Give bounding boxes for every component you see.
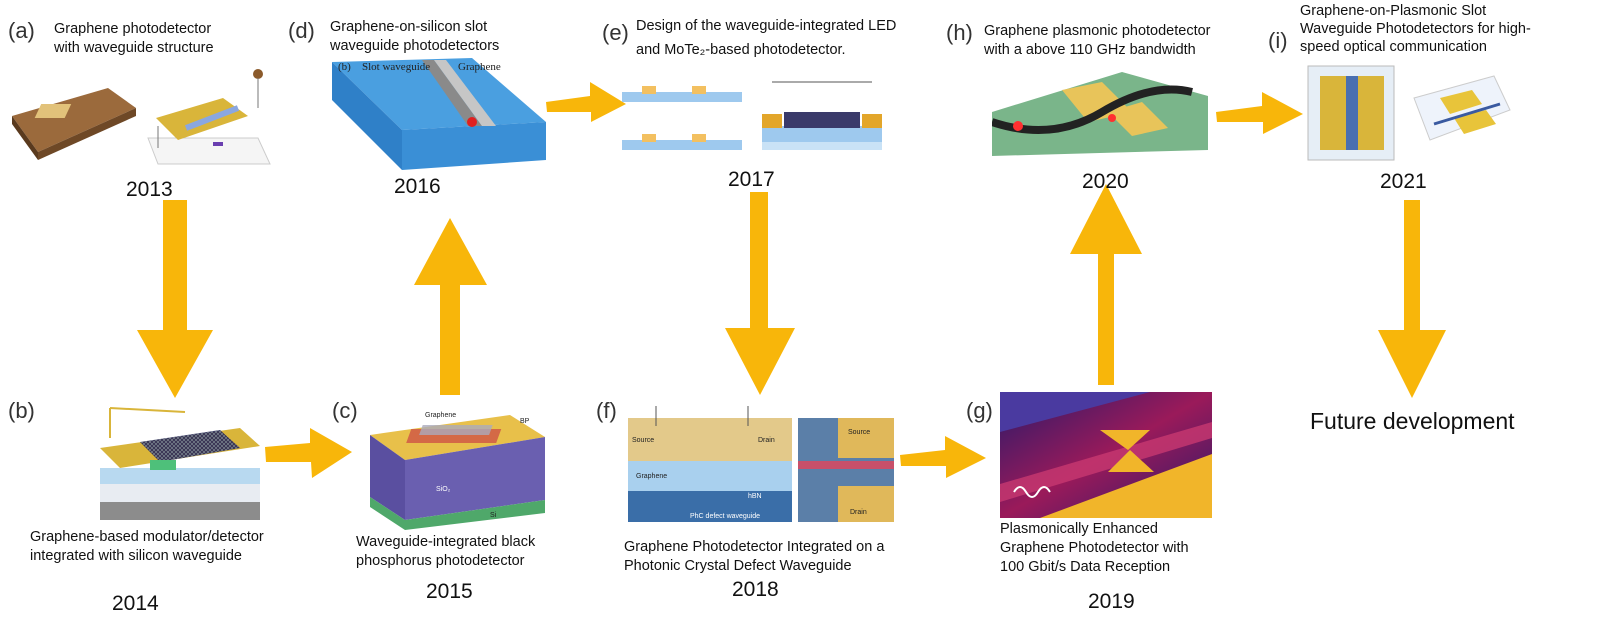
arrow-c-to-d <box>414 218 487 395</box>
panel-title-a: Graphene photodetector with waveguide st… <box>54 20 214 58</box>
arrow-b-to-c <box>265 428 352 478</box>
title-line: Design of the waveguide-integrated LED <box>636 18 897 34</box>
panel-title-i: Graphene-on-Plasmonic Slot Waveguide Pho… <box>1300 2 1531 56</box>
year-2016: 2016 <box>394 175 441 198</box>
panel-label-f: (f) <box>596 398 617 423</box>
label-graphene: Graphene <box>425 412 456 419</box>
figure-d: (b) Slot waveguide Graphene <box>332 58 546 170</box>
figure-i <box>1307 65 1511 161</box>
label-drain: Drain <box>758 437 775 444</box>
label-source: Source <box>632 437 654 444</box>
arrow-g-to-h <box>1070 184 1142 385</box>
arrow-h-to-i <box>1216 92 1303 134</box>
year-2020: 2020 <box>1082 170 1129 193</box>
label-source-2: Source <box>848 429 870 436</box>
title-line: phosphorus photodetector <box>356 553 525 569</box>
label-hbn: hBN <box>748 493 762 500</box>
panel-label-e: (e) <box>602 20 629 45</box>
year-2013: 2013 <box>126 178 173 201</box>
title-line: Graphene Photodetector with <box>1000 540 1189 556</box>
year-2021: 2021 <box>1380 170 1427 193</box>
label-phc-waveguide: PhC defect waveguide <box>690 513 760 520</box>
future-development: Future development <box>1310 408 1515 434</box>
title-line: Waveguide Photodetectors for high- <box>1300 21 1531 37</box>
year-2017: 2017 <box>728 168 775 191</box>
title-line: Graphene plasmonic photodetector <box>984 23 1211 39</box>
label-drain-2: Drain <box>850 509 867 516</box>
label-si: Si <box>490 512 497 519</box>
title-line: Plasmonically Enhanced <box>1000 521 1158 537</box>
year-2018: 2018 <box>732 578 779 601</box>
panel-title-d: Graphene-on-silicon slot waveguide photo… <box>330 18 499 56</box>
label-slot-waveguide: Slot waveguide <box>362 61 430 73</box>
title-line: Graphene-on-Plasmonic Slot <box>1300 3 1487 19</box>
figure-f: Source Drain Graphene hBN PhC defect wav… <box>628 406 894 522</box>
arrow-i-to-future <box>1378 200 1446 398</box>
arrow-d-to-e <box>546 82 626 122</box>
panel-title-b: Graphene-based modulator/detector integr… <box>30 528 264 566</box>
panel-label-b: (b) <box>8 398 35 423</box>
arrow-a-to-b <box>137 200 213 398</box>
year-2019: 2019 <box>1088 590 1135 613</box>
label-b: (b) <box>338 61 351 73</box>
title-line: with a above 110 GHz bandwidth <box>984 42 1196 58</box>
title-line: waveguide photodetectors <box>330 38 500 54</box>
panel-label-a: (a) <box>8 18 35 43</box>
panel-label-i: (i) <box>1268 28 1288 53</box>
figure-e <box>622 81 882 150</box>
label-graphene: Graphene <box>636 473 667 480</box>
figure-b <box>100 407 260 520</box>
title-line: Graphene Photodetector Integrated on a <box>624 539 885 555</box>
panel-title-c: Waveguide-integrated black phosphorus ph… <box>356 533 535 571</box>
title-line: and MoTe₂-based photodetector. <box>636 42 846 58</box>
label-graphene: Graphene <box>458 61 501 73</box>
figure-c: Graphene BP SiO₂ Si <box>370 412 545 530</box>
panel-label-g: (g) <box>966 398 993 423</box>
title-line: with waveguide structure <box>54 40 214 56</box>
panel-title-e: Design of the waveguide-integrated LED a… <box>636 14 896 62</box>
title-line: 100 Gbit/s Data Reception <box>1000 559 1171 575</box>
arrow-e-to-f <box>725 192 795 395</box>
year-2014: 2014 <box>112 592 159 615</box>
label-sio2: SiO₂ <box>436 486 451 493</box>
title-line: integrated with silicon waveguide <box>30 548 242 564</box>
panel-title-h: Graphene plasmonic photodetector with a … <box>984 22 1211 60</box>
title-line: Graphene-based modulator/detector <box>30 529 264 545</box>
arrow-f-to-g <box>900 436 986 478</box>
figure-h <box>992 72 1208 156</box>
panel-title-g: Plasmonically Enhanced Graphene Photodet… <box>1000 520 1189 577</box>
title-line: speed optical communication <box>1300 39 1487 55</box>
figure-g <box>1000 392 1212 518</box>
panel-label-h: (h) <box>946 20 973 45</box>
year-2015: 2015 <box>426 580 473 603</box>
label-bp: BP <box>520 418 530 425</box>
panel-label-c: (c) <box>332 398 358 423</box>
figure-a <box>12 69 271 165</box>
title-line: Graphene-on-silicon slot <box>330 19 488 35</box>
panel-title-f: Graphene Photodetector Integrated on a P… <box>624 538 884 576</box>
title-line: Photonic Crystal Defect Waveguide <box>624 558 852 574</box>
panel-label-d: (d) <box>288 18 315 43</box>
title-line: Waveguide-integrated black <box>356 534 536 550</box>
title-line: Graphene photodetector <box>54 21 212 37</box>
